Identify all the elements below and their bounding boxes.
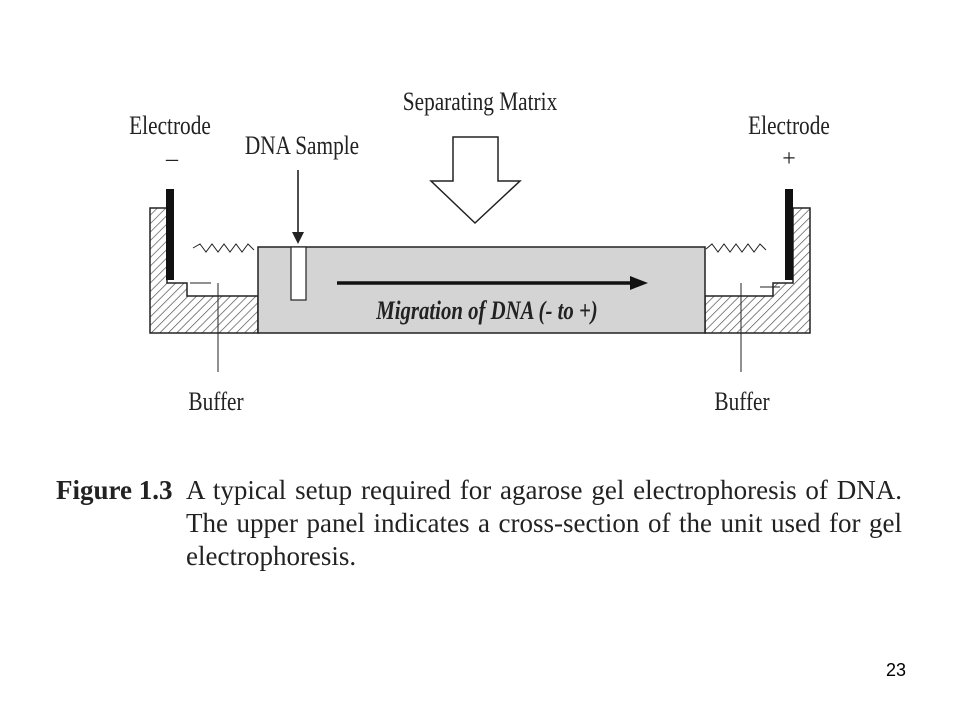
right-buffer-surface	[705, 243, 767, 253]
electrophoresis-diagram: Electrode – DNA Sample Separating Matrix…	[129, 88, 830, 416]
sample-well	[290, 246, 307, 301]
dna-sample-label: DNA Sample	[245, 132, 359, 160]
figure-number: Figure 1.3	[56, 475, 173, 505]
dna-sample-arrowhead	[292, 232, 304, 244]
left-electrode	[166, 189, 174, 280]
separating-matrix-label: Separating Matrix	[403, 88, 558, 116]
page-number: 23	[885, 660, 906, 680]
buffer-right-label: Buffer	[714, 388, 769, 416]
right-electrode	[785, 189, 793, 280]
buffer-left-label: Buffer	[188, 388, 243, 416]
electrode-right-sign: +	[782, 146, 796, 172]
migration-label: Migration of DNA (- to +)	[375, 297, 597, 326]
migration-arrowhead	[630, 276, 648, 290]
electrode-left-label: Electrode	[129, 112, 211, 140]
figure-caption: A typical setup required for agarose gel…	[186, 475, 902, 571]
separating-matrix-arrow	[429, 136, 522, 225]
left-buffer-surface	[192, 243, 255, 253]
electrode-right-label: Electrode	[748, 112, 830, 140]
right-tank-wall	[704, 207, 811, 334]
gel-slab	[257, 246, 706, 334]
electrode-left-sign: –	[165, 146, 179, 172]
